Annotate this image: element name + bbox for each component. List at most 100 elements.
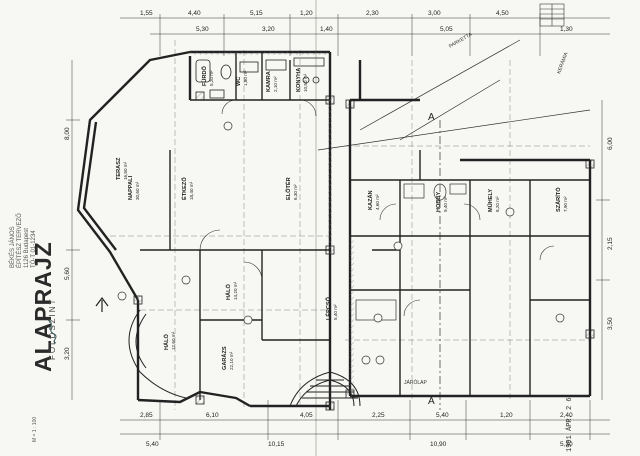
dim-top: 4,40 xyxy=(188,10,201,17)
room-name: HÁLÓ xyxy=(224,284,232,300)
stamp-line: BÉKÉS JÁNOS xyxy=(10,226,16,268)
dim-right: 6,00 xyxy=(607,137,614,150)
axis-lines xyxy=(110,40,590,410)
dim-top: 3,00 xyxy=(428,10,441,17)
room-name: KONYHA xyxy=(296,68,302,92)
room-name: HÁLÓ xyxy=(162,334,170,350)
dim-bottom: 4,05 xyxy=(300,412,313,419)
room-name: FÜRDŐ xyxy=(201,65,208,86)
dimension-lines xyxy=(66,14,610,440)
door-swings xyxy=(199,99,555,317)
dim-top-second: 1,30 xyxy=(560,26,573,33)
room-name: TERASZ xyxy=(116,157,122,180)
stamp-line: TÖ-T 01-1234 xyxy=(31,230,37,268)
section-line xyxy=(317,39,591,410)
room-name: ELŐTÉR xyxy=(284,177,292,200)
dim-left: 5,60 xyxy=(64,267,71,280)
room-area: 4,60 m² xyxy=(375,194,380,210)
section-marker-a-top: A xyxy=(428,112,435,123)
room-area: 7,90 m² xyxy=(563,196,568,212)
axis-bubbles xyxy=(117,121,565,325)
hatched-walls xyxy=(190,52,354,396)
dim-right: 3,50 xyxy=(607,317,614,330)
room-area: 12,60 m² xyxy=(171,331,176,350)
dim-bottom: 2,25 xyxy=(372,412,385,419)
scale-note: M = 1 : 100 xyxy=(32,416,38,442)
room-area: 5,40 m² xyxy=(333,304,338,320)
room-area: 9,40 m² xyxy=(443,196,448,212)
corner-detail xyxy=(539,3,565,27)
dim-bottom: 2,40 xyxy=(560,412,573,419)
inner-walls-left xyxy=(140,52,330,400)
dim-top: 5,15 xyxy=(250,10,263,17)
room-name: ÉTKEZŐ xyxy=(180,177,188,200)
dim-bottom-second: 5,30 xyxy=(560,441,573,448)
room-name: KAMRA xyxy=(266,71,272,92)
room-area: 8,20 m² xyxy=(495,196,500,212)
walls-left-wing xyxy=(76,50,332,410)
dim-left: 8,00 xyxy=(64,127,71,140)
room-name: SZÁRÍTÓ xyxy=(554,187,562,212)
room-area: 14,20 m² xyxy=(233,281,238,300)
designer-stamp: BÉKÉS JÁNOS ÉPÍTÉSZ TERVEZŐ 1126 Budapes… xyxy=(10,213,38,268)
entry-arrow xyxy=(95,297,109,312)
dim-top-second: 5,05 xyxy=(440,26,453,33)
dim-bottom-second: 5,40 xyxy=(146,441,159,448)
room-area: 22,10 m² xyxy=(229,351,234,370)
dim-bottom: 6,10 xyxy=(206,412,219,419)
room-name: LÉPCSŐ xyxy=(324,296,332,320)
stamp-line: ÉPÍTÉSZ TERVEZŐ xyxy=(17,213,23,268)
dim-top-second: 5,30 xyxy=(196,26,209,33)
room-area: 10,50 m² xyxy=(303,73,308,92)
room-name: GARÁZS xyxy=(221,346,228,370)
dim-bottom: 2,85 xyxy=(140,412,153,419)
room-name: MŰHELY xyxy=(487,189,494,212)
dim-top-second: 1,40 xyxy=(320,26,333,33)
room-area: 6,30 m² xyxy=(293,184,298,200)
room-area: 16,80 m² xyxy=(123,161,128,180)
dim-bottom-second: 10,15 xyxy=(268,441,285,448)
room-area: 1,80 m² xyxy=(243,70,248,86)
dim-right: 2,15 xyxy=(607,237,614,250)
stamp-line: 1126 Budapest xyxy=(24,228,30,268)
room-area: 18,40 m² xyxy=(189,181,194,200)
dim-left: 3,20 xyxy=(64,347,71,360)
inner-walls-right xyxy=(350,150,590,396)
room-name: HOBBY xyxy=(436,192,442,212)
section-marker-a-bottom: A xyxy=(428,396,435,407)
date-stamp: 1991 ÁPR. 2 6 xyxy=(566,397,574,452)
dim-bottom-second: 10,90 xyxy=(430,441,447,448)
signature xyxy=(47,319,57,344)
dim-top: 4,50 xyxy=(496,10,509,17)
right-fixtures xyxy=(355,183,467,365)
plan-note: KERÁMIA xyxy=(555,51,570,75)
room-name: NAPPALI xyxy=(128,175,134,200)
bay-window xyxy=(128,309,187,399)
dim-bottom: 5,40 xyxy=(436,412,449,419)
dim-top: 2,30 xyxy=(366,10,379,17)
room-area: 30,60 m² xyxy=(135,181,140,200)
room-name: WC xyxy=(236,77,242,86)
room-name: KAZÁN xyxy=(367,190,374,210)
dim-top: 1,20 xyxy=(300,10,313,17)
plan-note: JÁRÓLAP xyxy=(404,379,427,386)
room-area: 2,10 m² xyxy=(273,76,278,92)
